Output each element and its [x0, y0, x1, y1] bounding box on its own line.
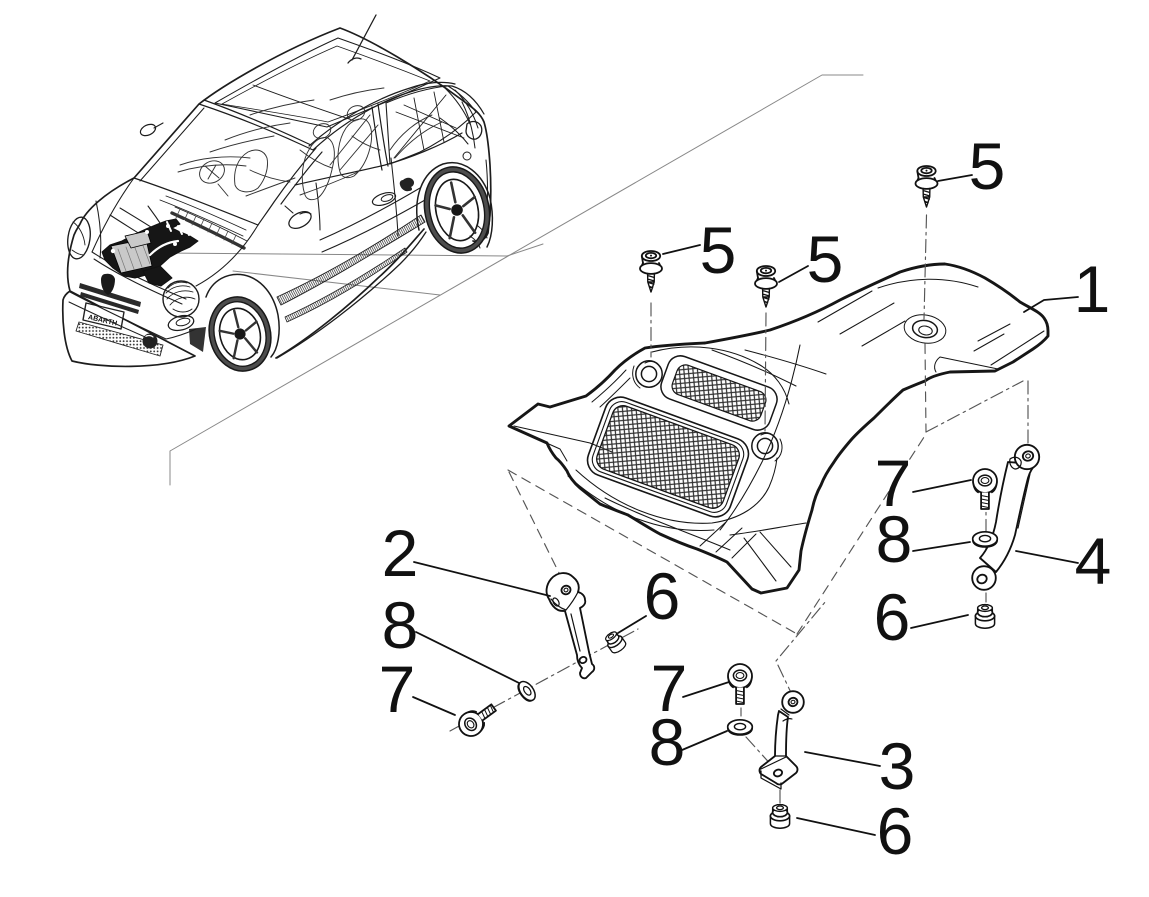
svg-text:8: 8: [382, 588, 419, 662]
svg-text:5: 5: [969, 129, 1006, 203]
svg-text:1: 1: [1074, 252, 1111, 326]
svg-text:3: 3: [879, 729, 916, 803]
svg-text:8: 8: [876, 502, 913, 576]
svg-text:7: 7: [875, 446, 912, 520]
svg-text:7: 7: [651, 651, 688, 725]
svg-text:2: 2: [382, 516, 419, 590]
svg-text:5: 5: [807, 222, 844, 296]
svg-text:5: 5: [700, 213, 737, 287]
svg-text:6: 6: [644, 559, 681, 633]
svg-text:8: 8: [649, 705, 686, 779]
svg-text:4: 4: [1075, 524, 1112, 598]
svg-text:7: 7: [379, 652, 416, 726]
svg-text:6: 6: [877, 794, 914, 868]
svg-text:6: 6: [874, 580, 911, 654]
